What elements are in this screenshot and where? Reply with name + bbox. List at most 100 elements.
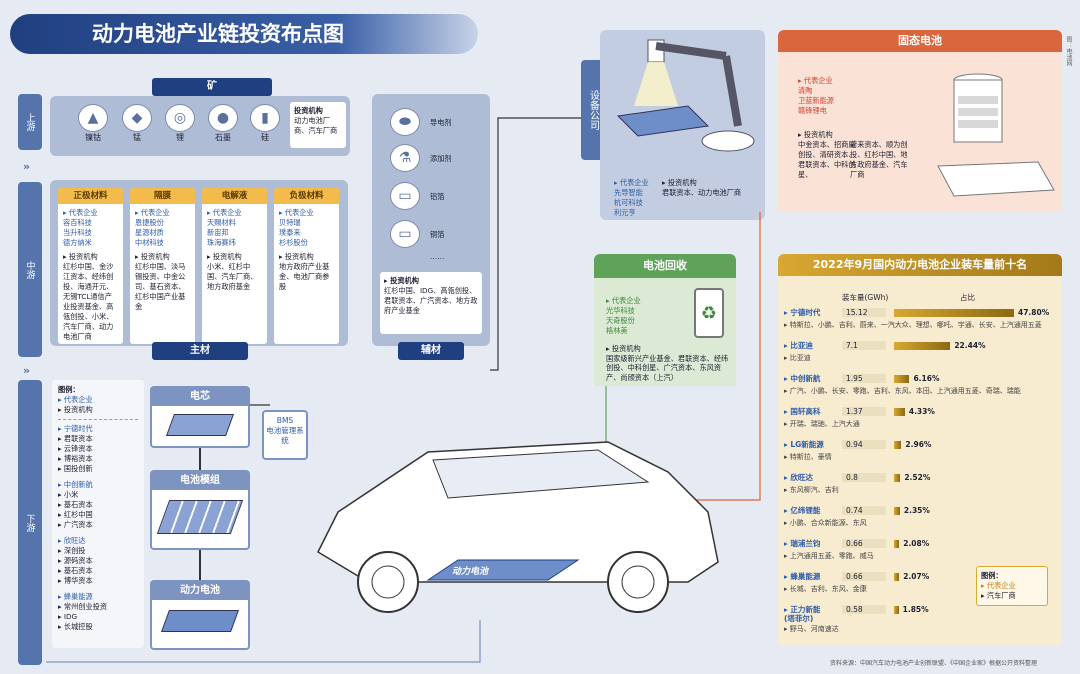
ranking-company: ▸ 正力新能 (塔菲尔) [784,605,821,623]
ranking-customers: ▸ 特斯拉、豪情 [784,453,832,461]
car-battery-label: 动力电池 [452,567,489,577]
ranking-volume: 1.37 [842,407,886,416]
ranking-row: ▸ 国轩高科 1.37 4.33% ▸ 开瑞、瑞驰、上汽大通 [784,407,1060,440]
chevron-down-icon: » [23,160,31,173]
ranking-col-share: 占比 [960,293,975,302]
equipment-panel: ▸ 代表企业 先导智能 杭可科技 利元亨 ▸ 投资机构 君联资本、动力电池厂商 [600,30,765,220]
ranking-share-label: 22.44% [954,341,986,350]
ranking-share-label: 2.07% [903,572,930,581]
ranking-customers: ▸ 比亚迪 [784,354,811,362]
aux-item: 铜箔 [430,230,445,239]
recycling-companies: ▸ 代表企业 光华科技 天奇股份 格林美 [606,296,641,335]
manganese-icon: ◆锰 [122,104,152,143]
ranking-volume: 15.12 [842,308,886,317]
solid-battery-icon [937,73,1055,197]
column-electrolyte: 电解液 ▸ 代表企业 天赐材料 新宙邦 珠海赛纬 ▸ 投资机构 小米、红杉中国、… [202,188,267,344]
aux-item: 导电剂 [430,118,452,127]
ranking-col-volume: 装车量(GWh) [842,293,889,302]
ranking-customers: ▸ 东风柳汽、吉利 [784,486,839,494]
mine-investors: 投资机构 动力电池厂商、汽车厂商 [290,102,346,148]
flow-arrow [199,550,201,580]
ranking-volume: 0.66 [842,572,886,581]
ranking-row: ▸ 比亚迪 7.1 22.44% ▸ 比亚迪 [784,341,1060,374]
recycling-investors: ▸ 投资机构 国家级新兴产业基金、君联资本、经纬创投、中科创星、广汽资本、东风资… [606,344,729,382]
aluminum-foil-icon: ▭ [390,182,420,210]
silicon-icon: ▮硅 [250,104,280,143]
source-note: 资料来源：中国汽车动力电池产业创新联盟、《中国企业家》根据公开资料整理 [830,660,1038,667]
ranking-share-label: 4.33% [908,407,935,416]
ranking-volume: 0.66 [842,539,886,548]
nickel-cobalt-icon: ▲镍钴 [78,104,108,143]
auxiliary-footer: 辅材 [398,342,464,360]
ranking-share-bar [894,540,900,548]
ranking-volume: 7.1 [842,341,886,350]
conductive-agent-icon: ⬬ [390,108,420,136]
solid-state-panel: ▸ 代表企业 清陶 卫蓝新能源 赣锋锂电 ▸ 投资机构 中金资本、招商局创投、清… [778,52,1062,212]
additive-icon: ⚗ [390,144,420,172]
ranking-customers: ▸ 野马、河南速达 [784,625,839,633]
ranking-share-label: 6.16% [913,374,940,383]
ranking-share-label: 2.35% [903,506,930,515]
ranking-volume: 0.58 [842,605,886,614]
solid-state-companies: ▸ 代表企业 清陶 卫蓝新能源 赣锋锂电 [798,76,834,115]
ranking-company: ▸ 国轩高科 [784,407,821,416]
lithium-icon: ◎锂 [165,104,195,143]
solid-state-header: 固态电池 [778,30,1062,52]
ranking-volume: 0.94 [842,440,886,449]
module-box: 电池模组 [150,470,250,550]
ranking-share-label: 2.52% [904,473,931,482]
aux-item: …… [430,252,445,261]
equipment-companies: ▸ 代表企业 先导智能 杭可科技 利元亨 [614,178,649,217]
aux-item: 添加剂 [430,154,452,163]
ranking-customers: ▸ 开瑞、瑞驰、上汽大通 [784,420,860,428]
ranking-share-bar [894,507,900,515]
column-separator: 隔膜 ▸ 代表企业 恩捷股份 星源材质 中材科技 ▸ 投资机构 红杉中国、淡马锡… [130,188,195,344]
auxiliary-panel: ⬬ 导电剂 ⚗ 添加剂 ▭ 铝箔 ▭ 铜箔 …… ▸ 投资机构 红杉中国、IDG… [372,94,490,346]
stage-midstream: 中游 [18,182,42,357]
ranking-company: ▸ 蜂巢能源 [784,572,821,581]
main-materials-footer: 主材 [152,342,248,360]
flow-arrow [199,448,201,470]
ranking-customers: ▸ 特斯拉、小鹏、吉利、蔚来、一汽大众、理想、哪吒、宇通、长安、上汽通用五菱 [784,321,1042,329]
ranking-share-bar [894,309,1014,317]
solid-state-investors-a: ▸ 投资机构 中金资本、招商局创投、清研资本、君联资本、中科创星、 [798,130,856,179]
stage-downstream: 下游 [18,380,42,665]
ranking-share-bar [894,573,900,581]
ranking-share-bar [894,606,899,614]
ranking-share-bar [894,474,901,482]
ranking-row: ▸ LG新能源 0.94 2.96% ▸ 特斯拉、豪情 [784,440,1060,473]
robot-arm-icon [616,39,755,152]
ranking-share-label: 2.96% [905,440,932,449]
ranking-share-bar [894,342,951,350]
stage-upstream: 上游 [18,94,42,150]
recycle-icon: ♻ [694,288,724,338]
ranking-company: ▸ LG新能源 [784,440,824,449]
ranking-customers: ▸ 小鹏、合众新能源、东风 [784,519,867,527]
ranking-share-label: 47.80% [1018,308,1050,317]
ranking-customers: ▸ 上汽通用五菱、零跑、威马 [784,552,874,560]
ranking-share-bar [894,441,902,449]
bms-box: BMS 电池管理系统 [262,410,308,460]
page-title: 动力电池产业链投资布点图 [10,14,478,54]
mine-panel: ▲镍钴 ◆锰 ◎锂 ●石墨 ▮硅 投资机构 动力电池厂商、汽车厂商 [50,96,350,156]
legend-left: 图例： ▸ 代表企业 ▸ 投资机构 ▸ 宁德时代 ▸ 君联资本 ▸ 云锋资本 ▸… [52,380,144,648]
column-cathode: 正极材料 ▸ 代表企业 容百科技 当升科技 德方纳米 ▸ 投资机构 红杉中国、金… [58,188,123,344]
ranking-share-label: 2.08% [903,539,930,548]
ranking-header: 2022年9月国内动力电池企业装车量前十名 [778,254,1062,276]
equipment-investors: ▸ 投资机构 君联资本、动力电池厂商 [662,178,742,197]
ranking-share-bar [894,375,910,383]
ranking-company: ▸ 比亚迪 [784,341,813,350]
ranking-company: ▸ 中创新航 [784,374,821,383]
ranking-share-label: 1.85% [902,605,929,614]
ranking-volume: 0.8 [842,473,886,482]
copper-foil-icon: ▭ [390,220,420,248]
aux-item: 铝箔 [430,192,445,201]
ranking-volume: 1.95 [842,374,886,383]
